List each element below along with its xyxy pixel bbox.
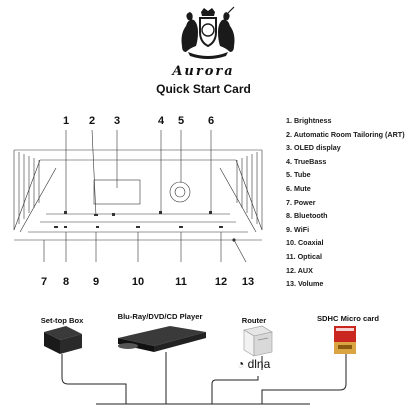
callout-12: 12 (214, 276, 228, 288)
dlna-wave-icon: ◔ (237, 357, 245, 371)
callout-10: 10 (131, 276, 145, 288)
settop-box-label: Set-top Box (40, 316, 84, 325)
bluray-player-icon (118, 326, 206, 352)
card-title: Quick Start Card (156, 82, 251, 96)
legend-item: 13. Volume (286, 279, 324, 289)
callout-3: 3 (113, 115, 121, 127)
sdhc-card-label: SDHC Micro card (316, 314, 380, 323)
callout-4: 4 (157, 115, 165, 127)
legend-item: 5. Tube (286, 170, 311, 180)
legend-item: 8. Bluetooth (286, 211, 328, 221)
legend-item: 4. TrueBass (286, 156, 327, 166)
legend-item: 1. Brightness (286, 116, 332, 125)
dlna-logo: ◔ dlna (237, 357, 270, 371)
sdhc-card-icon (334, 326, 356, 354)
legend-item: 2. Automatic Room Tailoring (ART) (286, 129, 405, 139)
callout-2: 2 (88, 115, 96, 127)
callout-5: 5 (177, 115, 185, 127)
callout-1: 1 (62, 115, 70, 127)
router-label: Router (241, 316, 267, 325)
brand-name: Aurora (172, 64, 235, 79)
legend-item: 12. AUX (286, 265, 313, 275)
feature-legend: 1. Brightness 2. Automatic Room Tailorin… (286, 114, 405, 291)
ifi-crest-logo (181, 6, 235, 59)
router-icon (243, 325, 273, 357)
callout-13: 13 (241, 276, 255, 288)
bluray-player-label: Blu-Ray/DVD/CD Player (117, 312, 203, 321)
callout-8: 8 (62, 276, 70, 288)
connection-diagram (44, 325, 356, 405)
legend-item: 7. Power (286, 197, 316, 207)
legend-item: 11. Optical (286, 251, 322, 261)
callout-11: 11 (175, 276, 187, 288)
legend-item: 6. Mute (286, 183, 311, 193)
dlna-text: dlna (247, 357, 271, 371)
settop-box-icon (44, 326, 82, 354)
aurora-device-drawing (13, 129, 263, 263)
callout-9: 9 (92, 276, 100, 288)
callout-7: 7 (40, 276, 48, 288)
legend-item: 9. WiFi (286, 224, 310, 234)
legend-item: 3. OLED display (286, 143, 341, 153)
callout-6: 6 (207, 115, 215, 127)
legend-item: 10. Coaxial (286, 238, 324, 248)
